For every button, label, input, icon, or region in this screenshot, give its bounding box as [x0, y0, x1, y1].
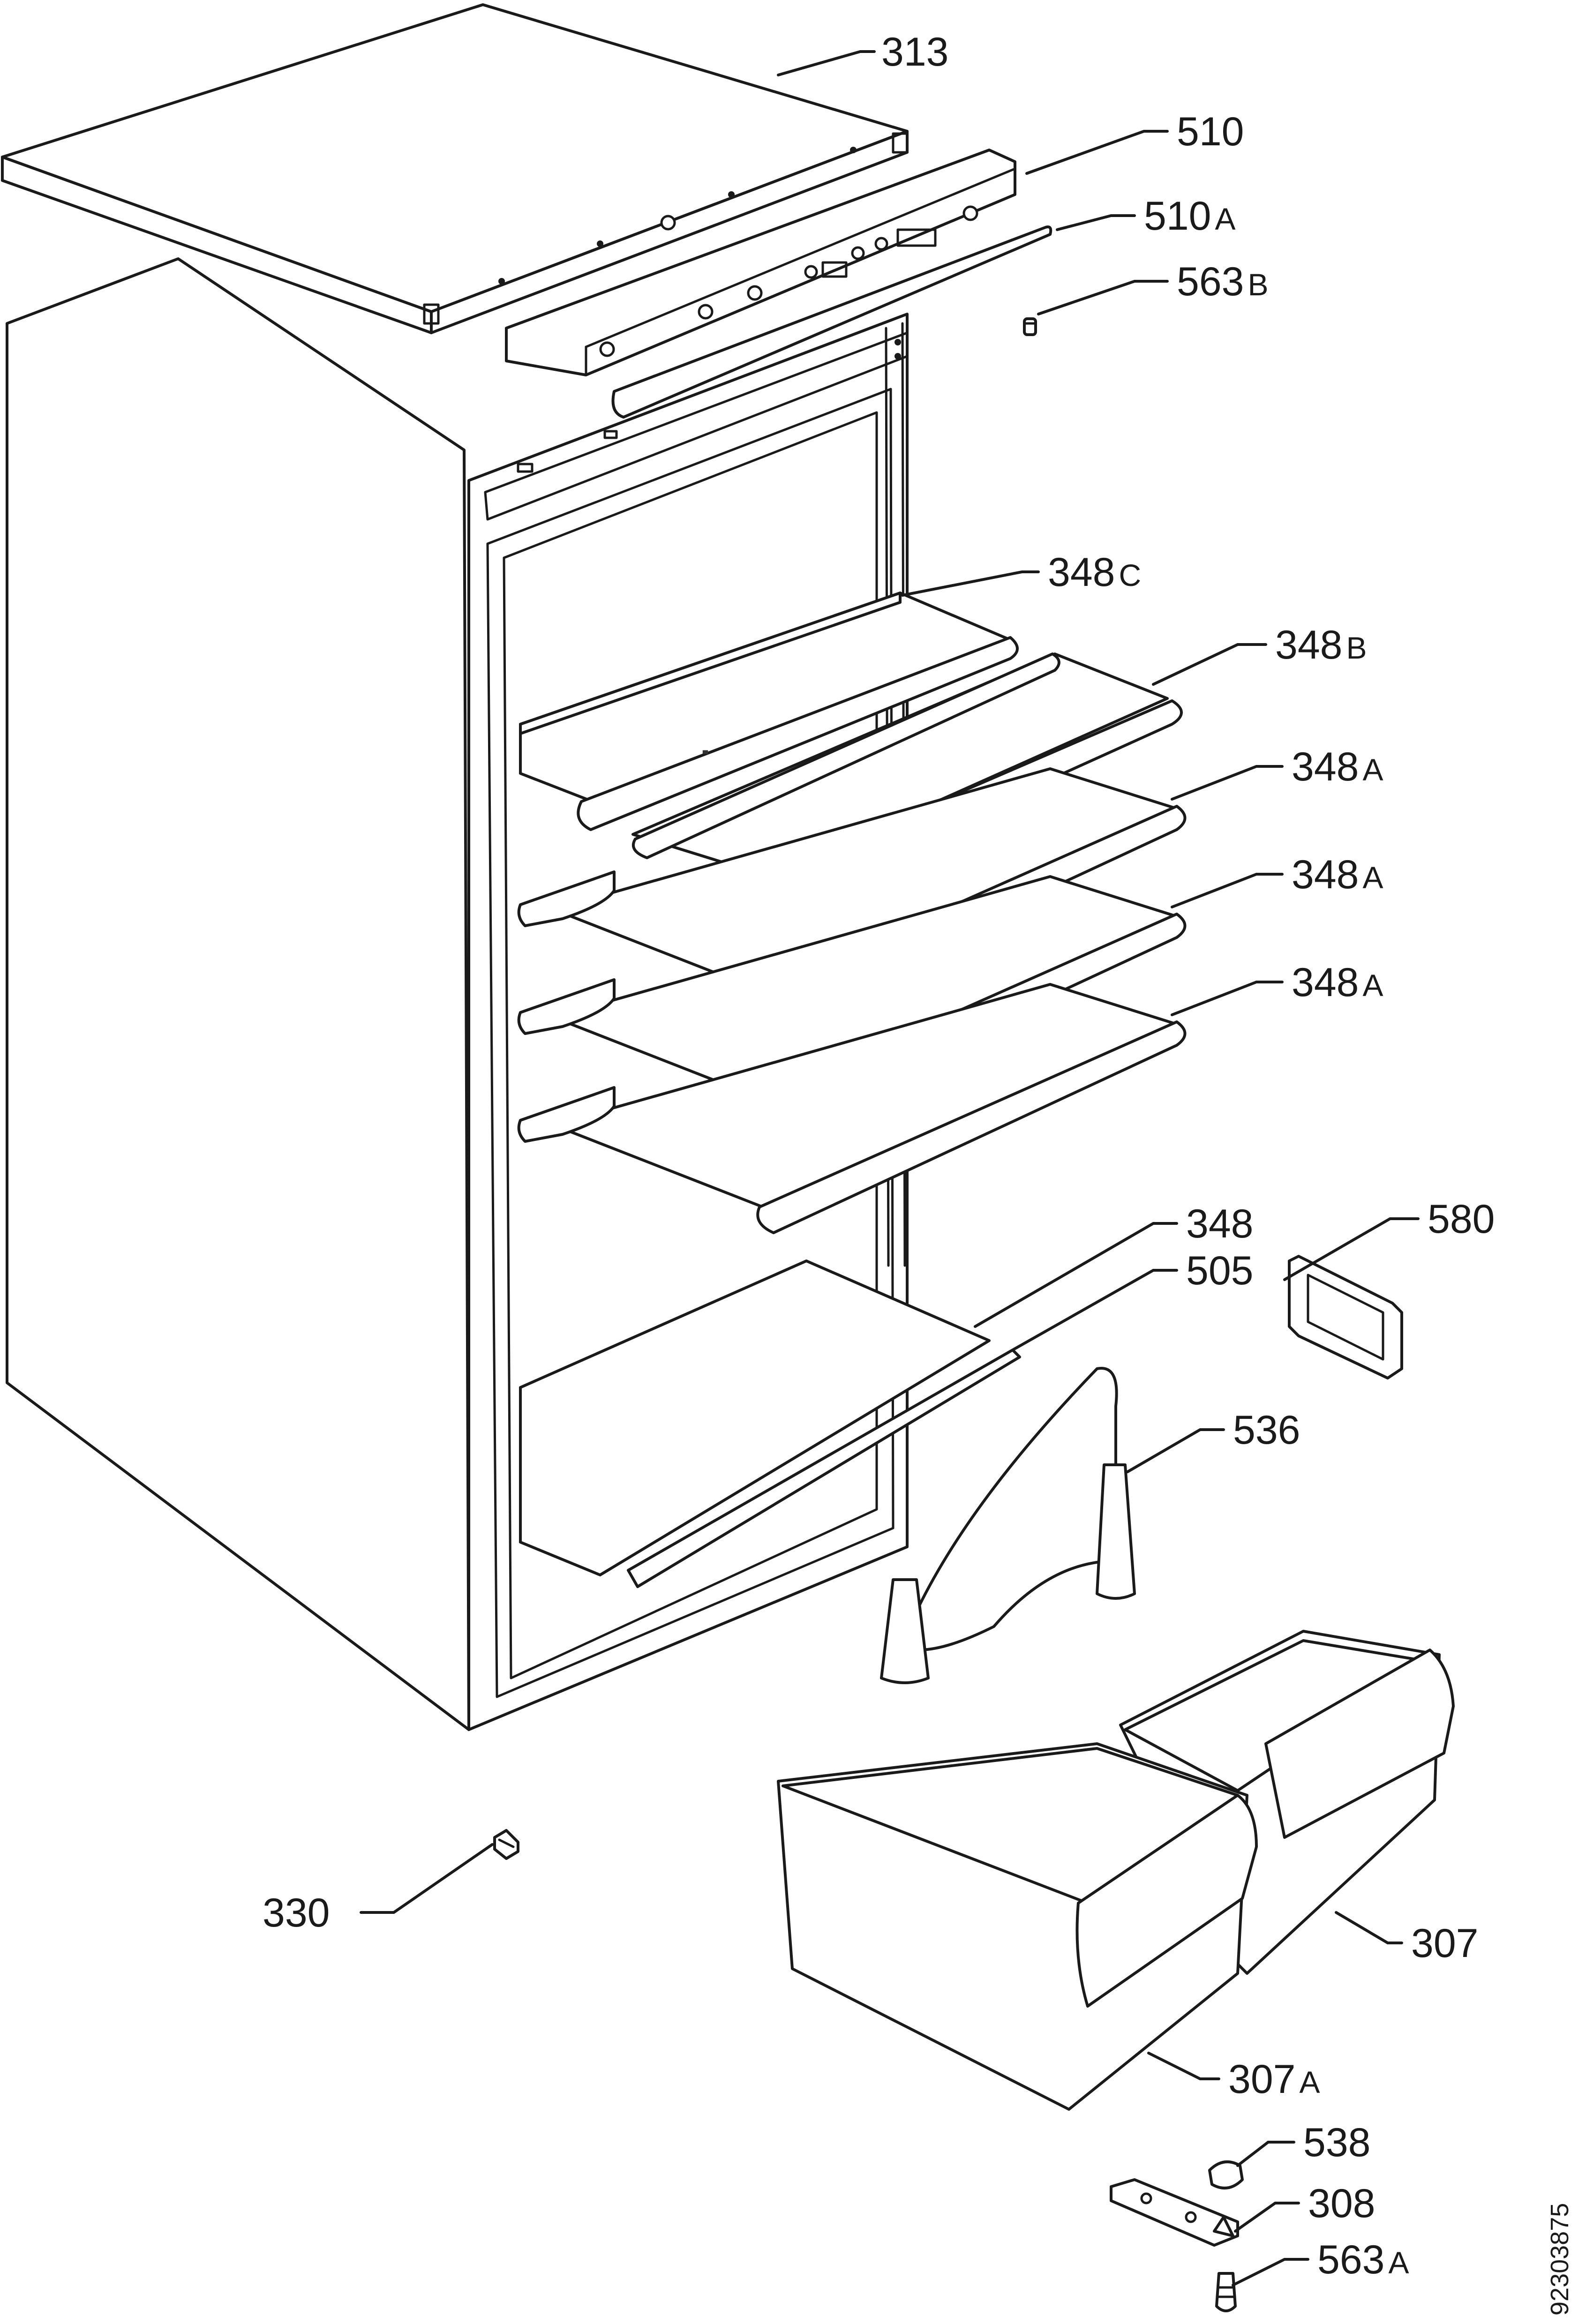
- divider-536: [880, 1367, 1136, 1684]
- shelf-348c: =: [519, 592, 1019, 831]
- trim-strip-505: [627, 1349, 1021, 1588]
- bin-307: [1119, 1630, 1455, 1975]
- callout-308: 308: [1308, 2181, 1376, 2226]
- screw-563a: [1215, 2272, 1237, 2312]
- frame-580: [1288, 1255, 1403, 1379]
- callout-307: 307: [1411, 1921, 1479, 1966]
- top-cover: [1, 3, 909, 334]
- glass-plate-348: [519, 1259, 991, 1576]
- cap-538: [1208, 2160, 1244, 2189]
- document-number: 92303875: [1546, 2203, 1574, 2316]
- control-panel: [505, 149, 1016, 376]
- callout-330: 330: [263, 1890, 330, 1935]
- svg-text:=: =: [703, 749, 707, 757]
- callout-313: 313: [881, 30, 949, 75]
- hinge-308: [1110, 2178, 1239, 2247]
- screw-563b: [1023, 317, 1037, 336]
- callout-538: 538: [1303, 2120, 1371, 2165]
- shelf-348a-3: [517, 983, 1187, 1234]
- callout-505: 505: [1186, 1248, 1254, 1293]
- callout-536: 536: [1233, 1408, 1300, 1453]
- panel-trim-strip: [611, 225, 1052, 419]
- callout-580: 580: [1428, 1197, 1495, 1242]
- screw-330: [493, 1829, 519, 1860]
- callout-348: 348: [1186, 1201, 1254, 1246]
- callout-510: 510: [1177, 109, 1244, 154]
- leader-lines: [360, 50, 1420, 2287]
- bin-307a: [777, 1742, 1258, 2111]
